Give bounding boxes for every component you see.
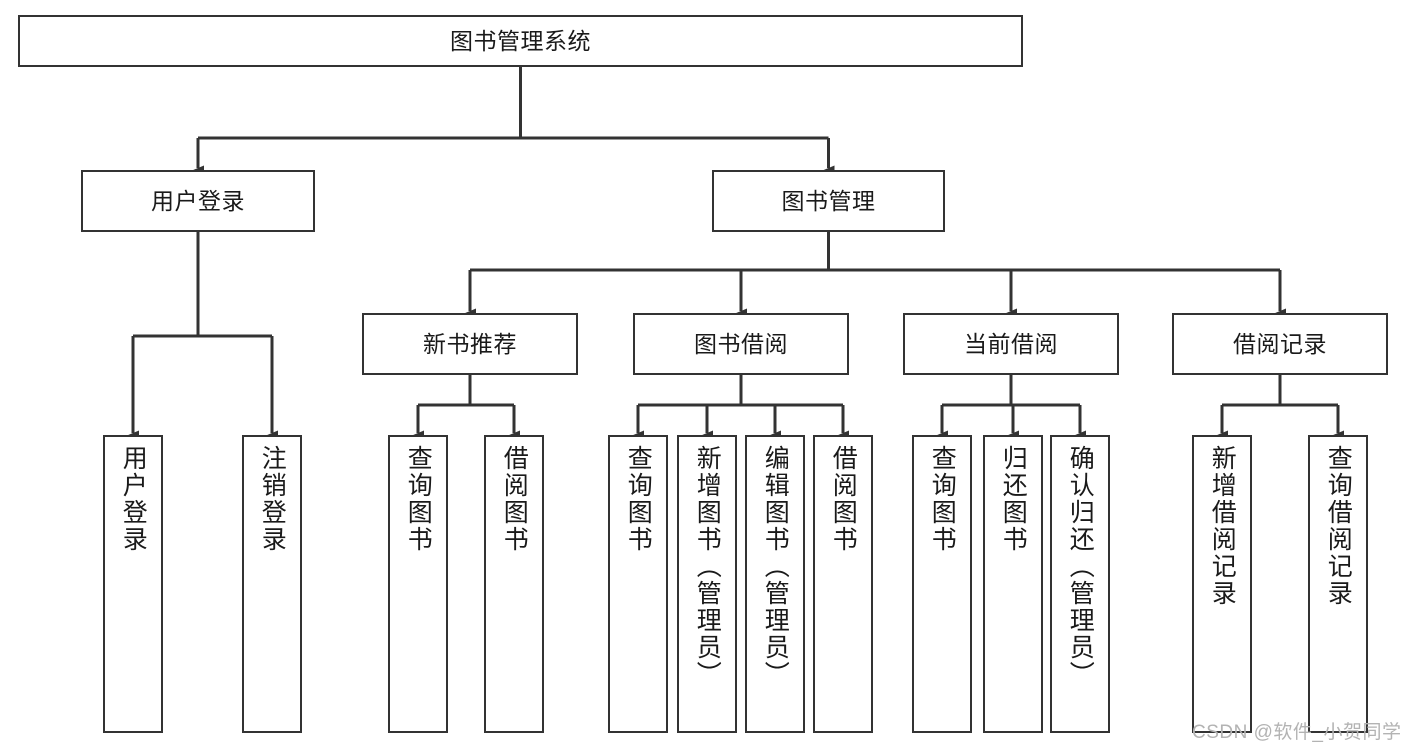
leaf-query-book-borrow[interactable]: 查询图书 (608, 435, 668, 733)
node-user-login[interactable]: 用户登录 (81, 170, 315, 232)
node-label: 图书管理 (781, 187, 876, 214)
node-label: 图书借阅 (694, 330, 788, 357)
leaf-add-book-admin[interactable]: 新增图书（管理员） (677, 435, 737, 733)
node-label: 查询图书 (928, 445, 957, 553)
leaf-borrow-book-recommend[interactable]: 借阅图书 (484, 435, 544, 733)
node-label: 借阅图书 (829, 445, 858, 553)
node-label: 新增图书（管理员） (693, 445, 722, 688)
node-new-book-recommend[interactable]: 新书推荐 (362, 313, 578, 375)
node-label: 查询图书 (404, 445, 433, 553)
node-label: 图书管理系统 (450, 27, 591, 54)
leaf-add-borrow-record[interactable]: 新增借阅记录 (1192, 435, 1252, 733)
node-label: 查询借阅记录 (1324, 445, 1353, 607)
leaf-user-login[interactable]: 用户登录 (103, 435, 163, 733)
node-root[interactable]: 图书管理系统 (18, 15, 1023, 67)
node-label: 用户登录 (151, 187, 245, 214)
node-label: 当前借阅 (964, 330, 1058, 357)
node-label: 确认归还（管理员） (1066, 445, 1095, 688)
leaf-edit-book-admin[interactable]: 编辑图书（管理员） (745, 435, 805, 733)
node-label: 新书推荐 (423, 330, 517, 357)
node-current-borrow[interactable]: 当前借阅 (903, 313, 1119, 375)
node-label: 查询图书 (624, 445, 653, 553)
node-label: 注销登录 (258, 445, 287, 553)
node-label: 借阅记录 (1233, 330, 1327, 357)
node-label: 借阅图书 (500, 445, 529, 553)
leaf-borrow-book[interactable]: 借阅图书 (813, 435, 873, 733)
leaf-return-book[interactable]: 归还图书 (983, 435, 1043, 733)
leaf-confirm-return-admin[interactable]: 确认归还（管理员） (1050, 435, 1110, 733)
node-label: 归还图书 (999, 445, 1028, 553)
node-label: 新增借阅记录 (1208, 445, 1237, 607)
node-book-borrow[interactable]: 图书借阅 (633, 313, 849, 375)
node-book-manage[interactable]: 图书管理 (712, 170, 945, 232)
node-label: 编辑图书（管理员） (761, 445, 790, 688)
watermark: CSDN @软件_小贺同学 (1192, 722, 1402, 743)
node-label: 用户登录 (119, 445, 148, 553)
leaf-query-borrow-record[interactable]: 查询借阅记录 (1308, 435, 1368, 733)
leaf-query-book-recommend[interactable]: 查询图书 (388, 435, 448, 733)
node-borrow-record[interactable]: 借阅记录 (1172, 313, 1388, 375)
leaf-logout-login[interactable]: 注销登录 (242, 435, 302, 733)
leaf-query-book-current[interactable]: 查询图书 (912, 435, 972, 733)
